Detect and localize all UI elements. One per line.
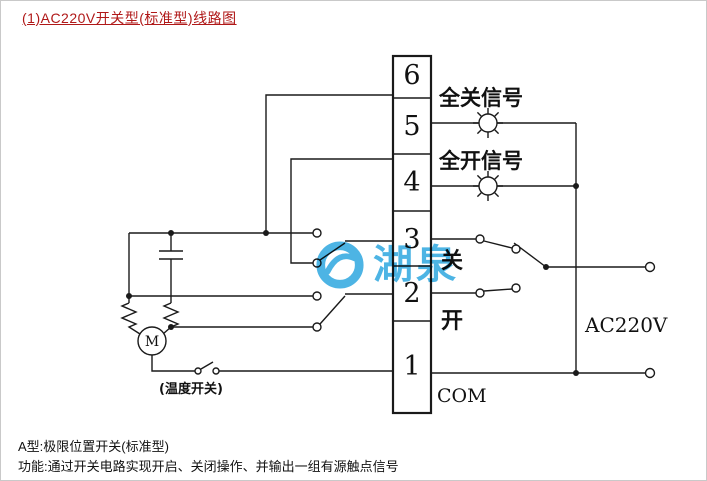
terminal-block: 6 5 4 3 2 1 [391, 54, 433, 415]
thermal-contact-left [194, 367, 202, 375]
terminal-number-1: 1 [403, 351, 420, 382]
power-terminal-live [644, 261, 656, 273]
footer-function-line: 功能:通过开关电路实现开启、关闭操作、并输出一组有源触点信号 [18, 459, 399, 474]
terminal-number-5: 5 [403, 111, 420, 142]
wire-terminal6-drop [265, 94, 393, 233]
label-thermal-switch: (温度开关) [159, 381, 223, 397]
page-title: (1)AC220V开关型(标准型)线路图 [22, 10, 237, 26]
wires [120, 94, 646, 374]
footer-type-line: A型:极限位置开关(标准型) [18, 439, 169, 454]
terminal-number-6: 6 [403, 60, 420, 91]
limit-contact-1 [312, 228, 322, 238]
selector-throw-close [511, 244, 521, 254]
limit-contact-3 [312, 291, 322, 301]
close-indicator-lamp-icon [473, 108, 503, 138]
limit-switch-lever-2 [319, 295, 346, 325]
label-full-open-signal: 全开信号 [438, 149, 523, 173]
open-wire-end [475, 288, 485, 298]
wire-close-throw [483, 240, 513, 249]
close-wire-end [475, 234, 485, 244]
label-ac220v: AC220V [584, 313, 668, 337]
power-terminal-neutral [644, 367, 656, 379]
junction-dots [126, 183, 579, 376]
motor-symbol: M [137, 326, 167, 356]
terminal-number-3: 3 [403, 224, 420, 255]
open-indicator-lamp-icon [473, 171, 503, 201]
label-open: 开 [441, 309, 463, 334]
terminal-number-2: 2 [403, 278, 420, 309]
motor-winding-right [162, 302, 180, 328]
limit-contact-2 [312, 258, 322, 268]
motor-label: M [145, 334, 159, 350]
label-com: COM [437, 385, 487, 407]
terminal-number-4: 4 [403, 167, 420, 198]
wire-terminal4-drop [290, 158, 393, 264]
footer-notes: A型:极限位置开关(标准型) 功能:通过开关电路实现开启、关闭操作、并输出一组有… [18, 437, 399, 477]
thermal-switch-lever [200, 361, 214, 370]
limit-switch-lever-1 [319, 242, 346, 261]
selector-throw-open [511, 283, 521, 293]
thermal-contact-right [212, 367, 220, 375]
motor-winding-left [120, 302, 141, 335]
wire-motor-bottom [151, 355, 195, 372]
limit-contact-4 [312, 322, 322, 332]
label-full-close-signal: 全关信号 [438, 86, 523, 110]
wire-open-throw [483, 288, 513, 292]
label-close: 关 [441, 249, 463, 274]
